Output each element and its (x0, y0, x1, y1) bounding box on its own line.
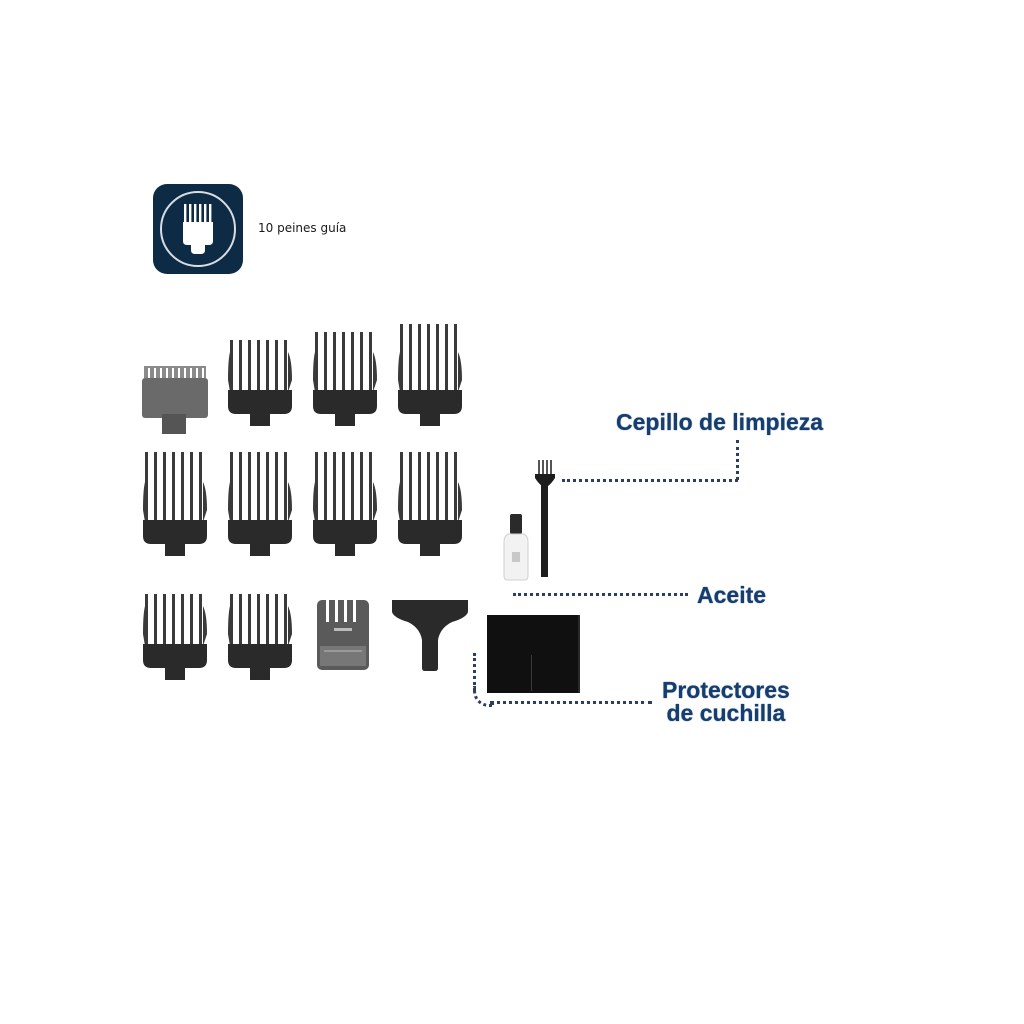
callout-oil: Aceite (697, 582, 767, 608)
t-blade-guard (390, 598, 470, 672)
guide-comb-10 (226, 594, 294, 684)
callout-blade-guards-line1: Protectores (662, 677, 790, 703)
leader-line-guards-horizontal (490, 701, 652, 704)
cleaning-brush (533, 458, 557, 585)
guide-comb-count-label: 10 peines guía (258, 221, 347, 235)
leader-line-brush-vertical (736, 440, 739, 480)
leader-line-brush-horizontal (562, 479, 738, 482)
leader-line-guards-corner (473, 686, 494, 707)
oil-bottle (502, 512, 530, 587)
guide-comb-8 (396, 452, 464, 560)
leader-line-oil (513, 593, 688, 596)
callout-cleaning-brush: Cepillo de limpieza (616, 409, 824, 435)
guide-comb-2 (226, 340, 294, 430)
callout-blade-guards: Protectores de cuchilla (662, 679, 790, 725)
guide-comb-badge (153, 184, 243, 274)
guide-comb-1 (140, 366, 210, 436)
leader-line-guards-vertical (473, 653, 476, 691)
guide-comb-7 (311, 452, 379, 560)
guide-comb-9 (141, 594, 209, 684)
callout-blade-guards-line2: de cuchilla (666, 700, 786, 726)
guide-comb-icon (160, 191, 236, 267)
guide-comb-3 (311, 332, 379, 430)
guide-comb-5 (141, 452, 209, 560)
small-trimmer-guard (316, 596, 370, 672)
guide-comb-6 (226, 452, 294, 560)
guide-comb-4 (396, 324, 464, 430)
blade-guards (487, 615, 580, 693)
